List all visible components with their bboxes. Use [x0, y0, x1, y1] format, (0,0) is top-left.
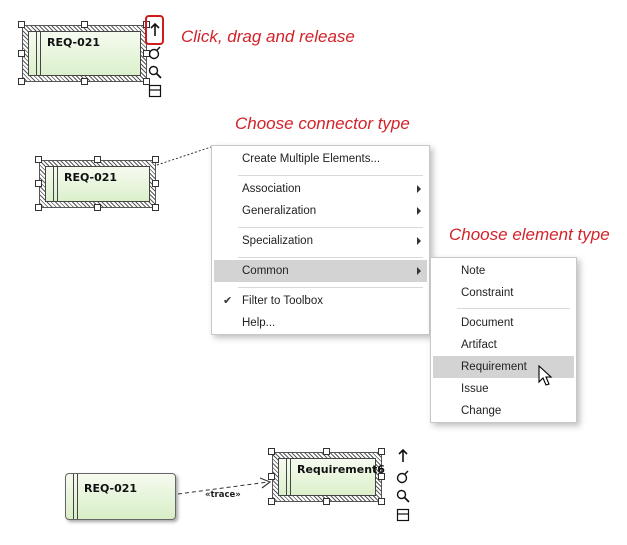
requirement-element-middle[interactable]: REQ-021: [39, 160, 156, 208]
panel-icon[interactable]: [148, 84, 162, 100]
resize-handle[interactable]: [378, 448, 385, 455]
requirement-name: REQ-021: [47, 36, 101, 49]
resize-handle[interactable]: [18, 78, 25, 85]
element-type-menu: Note Constraint Document Artifact Requir…: [430, 257, 577, 423]
resize-handle[interactable]: [18, 50, 25, 57]
resize-handle[interactable]: [378, 498, 385, 505]
resize-handle[interactable]: [94, 156, 101, 163]
requirement-element-top[interactable]: REQ-021: [22, 25, 147, 82]
requirement-bar: [286, 459, 291, 495]
submenu-arrow-icon: [417, 207, 421, 215]
requirement-name: REQ-021: [64, 171, 118, 184]
submenu-arrow-icon: [417, 237, 421, 245]
requirement-element-source[interactable]: REQ-021: [65, 473, 176, 520]
arrow-up-icon[interactable]: [396, 448, 410, 464]
menu-item-artifact[interactable]: Artifact: [461, 339, 497, 351]
requirement-name: REQ-021: [84, 482, 138, 495]
panel-icon[interactable]: [396, 508, 410, 524]
resize-handle[interactable]: [323, 498, 330, 505]
requirement-body: Requirement6: [278, 458, 385, 496]
resize-handle[interactable]: [268, 473, 275, 480]
resize-handle[interactable]: [94, 204, 101, 211]
caption-step1: Click, drag and release: [181, 27, 355, 46]
arrow-up-icon[interactable]: [148, 22, 162, 38]
menu-item-specialization[interactable]: Specialization: [214, 230, 427, 252]
menu-item-create-multiple[interactable]: Create Multiple Elements...: [242, 153, 381, 165]
checkmark-icon: ✔: [223, 295, 233, 307]
requirement-bar: [73, 474, 78, 519]
menu-item-generalization[interactable]: Generalization: [214, 200, 427, 222]
requirement-body: REQ-021: [45, 166, 150, 202]
resize-handle[interactable]: [152, 156, 159, 163]
resize-handle[interactable]: [143, 78, 150, 85]
trace-connector: [177, 477, 272, 495]
requirement-element-new[interactable]: Requirement6: [272, 452, 385, 502]
resize-handle[interactable]: [268, 448, 275, 455]
menu-item-association[interactable]: Association: [214, 178, 427, 200]
resize-handle[interactable]: [152, 180, 159, 187]
quicklink-highlight: [145, 15, 164, 45]
resize-handle[interactable]: [35, 156, 42, 163]
requirement-bar: [53, 167, 58, 201]
menu-item-constraint[interactable]: Constraint: [461, 287, 514, 299]
requirement-body: REQ-021: [28, 31, 141, 76]
requirement-bar: [36, 32, 41, 75]
submenu-arrow-icon: [417, 185, 421, 193]
caption-step2: Choose connector type: [235, 114, 410, 133]
resize-handle[interactable]: [378, 473, 385, 480]
mouse-cursor-icon: [538, 365, 553, 386]
resize-handle[interactable]: [35, 204, 42, 211]
menu-item-document[interactable]: Document: [461, 317, 514, 329]
menu-item-note[interactable]: Note: [461, 265, 486, 277]
caption-step3: Choose element type: [449, 225, 610, 244]
submenu-arrow-icon: [417, 267, 421, 275]
magnifier-icon[interactable]: [396, 489, 410, 505]
lasso-icon[interactable]: [148, 46, 162, 62]
requirement-name: Requirement6: [297, 463, 385, 476]
resize-handle[interactable]: [81, 78, 88, 85]
menu-item-filter-to-toolbox[interactable]: ✔ Filter to Toolbox: [214, 290, 427, 312]
magnifier-icon[interactable]: [148, 65, 162, 81]
resize-handle[interactable]: [18, 21, 25, 28]
menu-item-common[interactable]: Common: [214, 260, 427, 282]
connector-type-menu: Create Multiple Elements... Association …: [211, 145, 430, 335]
resize-handle[interactable]: [323, 448, 330, 455]
menu-item-change[interactable]: Change: [461, 405, 502, 417]
resize-handle[interactable]: [35, 180, 42, 187]
resize-handle[interactable]: [81, 21, 88, 28]
resize-handle[interactable]: [268, 498, 275, 505]
menu-item-issue[interactable]: Issue: [461, 383, 489, 395]
resize-handle[interactable]: [152, 204, 159, 211]
trace-stereotype-label: «trace»: [205, 490, 241, 500]
drag-line: [156, 146, 212, 166]
lasso-icon[interactable]: [396, 470, 410, 486]
menu-item-help[interactable]: Help...: [242, 317, 276, 329]
